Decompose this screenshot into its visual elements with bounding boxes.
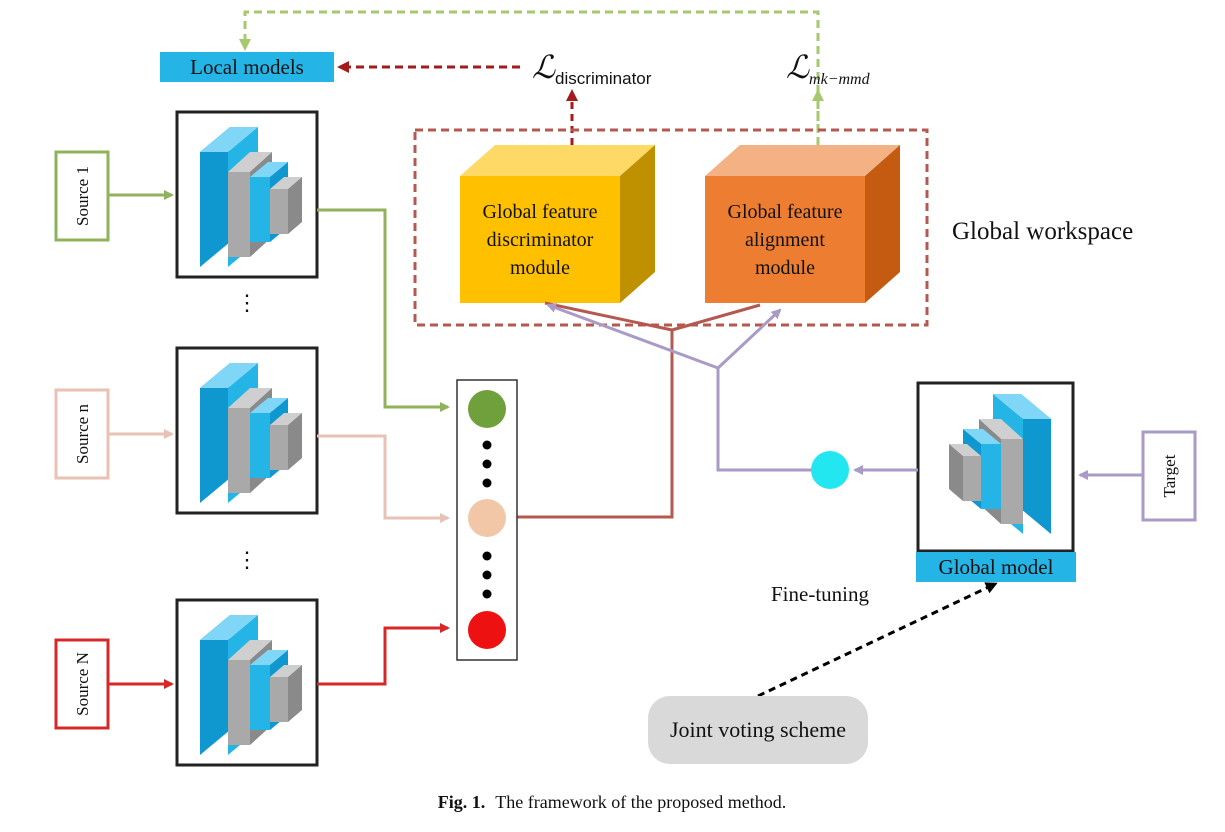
alignment-module-line2: alignment (745, 229, 825, 251)
fine-tuning-label: Fine-tuning (771, 582, 869, 606)
source-N-label: Source N (73, 652, 92, 716)
feature-green (468, 390, 506, 428)
alignment-module-line1: Global feature (728, 201, 843, 223)
dot-b3 (482, 589, 492, 599)
global-workspace-box (413, 128, 929, 327)
local-model-N (175, 598, 319, 767)
global-model-label: Global model (939, 555, 1054, 579)
source-1-box (54, 150, 110, 242)
alignment-module-line3: module (755, 257, 815, 279)
vertical-ellipsis-1: ⋮ (236, 290, 258, 315)
target-to-alignment-branch (716, 308, 782, 370)
target-to-discriminator-branch (546, 303, 719, 370)
dot-a1 (482, 440, 492, 450)
loss-mkmmd-label: ℒmk−mmd (786, 49, 871, 88)
caption-text: The framework of the proposed method. (495, 792, 786, 812)
dot-b1 (482, 551, 492, 561)
vertical-ellipsis-2: ⋮ (236, 547, 258, 572)
model-n-to-feature (317, 434, 450, 523)
fine-tuning-arrow (757, 582, 998, 698)
discriminator-module: Global feature discriminator module (460, 145, 655, 303)
global-model-label-box (916, 552, 1076, 582)
target-to-modules-line (716, 368, 812, 472)
source-n-label: Source n (73, 404, 92, 464)
alignment-module: Global feature alignment module (705, 145, 900, 303)
global-model (916, 381, 1075, 553)
joint-voting-box (648, 696, 868, 764)
loss-discriminator-label: ℒdiscriminator (532, 49, 652, 88)
features-to-alignment-branch (671, 303, 761, 332)
source-1-label: Source 1 (73, 166, 92, 226)
local-model-1 (175, 110, 319, 279)
dot-b2 (482, 570, 492, 580)
dot-a3 (482, 478, 492, 488)
target-feature (811, 451, 849, 489)
local-model-n (175, 346, 319, 515)
feedback-loop-line (239, 10, 820, 145)
model-N-to-feature (317, 623, 450, 686)
discriminator-module-line1: Global feature (483, 201, 598, 223)
model-1-to-feature (317, 208, 450, 412)
source-N-box (54, 638, 110, 730)
feature-peach (468, 499, 506, 537)
caption-prefix: Fig. 1. (438, 792, 486, 812)
dot-a2 (482, 459, 492, 469)
figure-caption: Fig. 1. The framework of the proposed met… (438, 792, 786, 812)
features-to-modules-line (515, 330, 674, 519)
joint-voting-label: Joint voting scheme (670, 717, 846, 742)
discriminator-module-line2: discriminator (487, 229, 594, 251)
local-models-label: Local models (190, 55, 304, 79)
local-models-box (160, 52, 334, 82)
source-n-box (54, 388, 110, 480)
global-workspace-label: Global workspace (952, 218, 1133, 245)
feature-red (468, 611, 506, 649)
features-to-discriminator-branch (544, 301, 673, 332)
target-label: Target (1160, 454, 1179, 497)
discriminator-module-line3: module (510, 257, 570, 279)
